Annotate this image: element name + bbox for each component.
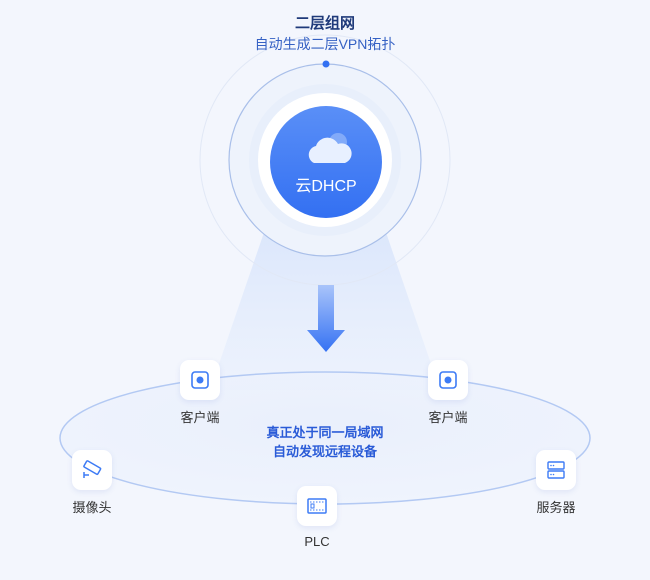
down-arrow-icon <box>307 285 345 352</box>
client-label-1: 客户端 <box>180 410 220 425</box>
camera-node[interactable] <box>72 450 112 490</box>
subtitle: 自动生成二层VPN拓扑 <box>254 36 396 52</box>
server-label: 服务器 <box>536 500 576 515</box>
hub-label: 云DHCP <box>295 178 357 195</box>
camera-icon <box>83 460 102 478</box>
client-icon <box>191 371 209 389</box>
plc-label: PLC <box>304 534 330 549</box>
server-icon <box>547 461 565 479</box>
client-icon <box>439 371 457 389</box>
cloud-icon <box>308 133 352 163</box>
plc-icon <box>307 498 327 514</box>
client-node-1[interactable] <box>180 360 220 400</box>
client-label-2: 客户端 <box>428 410 468 425</box>
client-node-2[interactable] <box>428 360 468 400</box>
title: 二层组网 <box>294 15 355 32</box>
plc-node[interactable] <box>297 486 337 526</box>
server-node[interactable] <box>536 450 576 490</box>
camera-label: 摄像头 <box>72 500 112 515</box>
orbit-dot <box>322 60 330 68</box>
center-text-line1: 真正处于同一局域网 <box>266 425 384 440</box>
center-text-line2: 自动发现远程设备 <box>272 444 377 459</box>
